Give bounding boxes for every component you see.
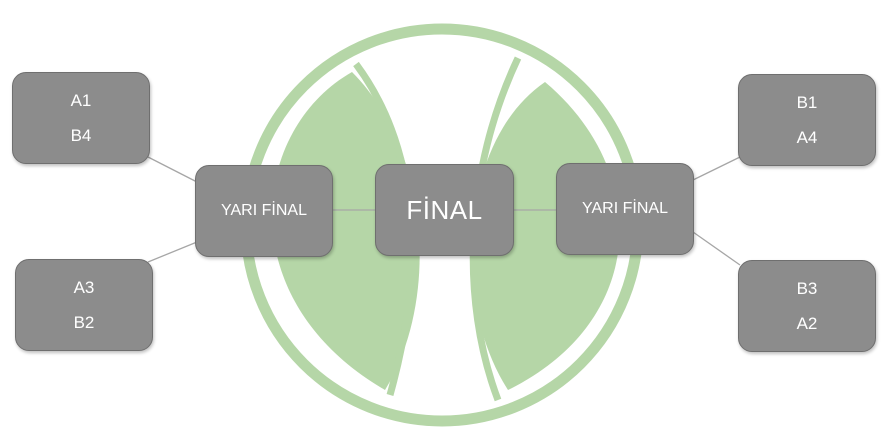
semi-final-left: YARI FİNAL <box>195 165 333 257</box>
connector-right-bottom <box>692 231 741 266</box>
team-b3: B3 <box>796 278 818 298</box>
team-b1: B1 <box>796 92 818 112</box>
semi-final-right: YARI FİNAL <box>556 163 694 255</box>
match-box-right-bottom: B3 A2 <box>738 260 876 352</box>
connector-right-top <box>692 156 741 181</box>
team-a2: A2 <box>796 313 818 333</box>
team-a3: A3 <box>73 277 95 297</box>
connector-left-top <box>147 156 198 183</box>
connector-lines <box>147 156 741 266</box>
final-box: FİNAL <box>375 164 514 256</box>
team-a1: A1 <box>70 90 92 110</box>
final-label: FİNAL <box>406 194 483 225</box>
match-box-right-top: B1 A4 <box>738 74 876 166</box>
team-a4: A4 <box>796 127 818 147</box>
semi-final-right-label: YARI FİNAL <box>582 200 668 217</box>
team-b2: B2 <box>73 312 95 332</box>
semi-final-left-label: YARI FİNAL <box>221 202 307 219</box>
team-b4: B4 <box>70 125 92 145</box>
match-box-left-bottom: A3 B2 <box>15 259 153 351</box>
connector-left-bottom <box>147 241 198 263</box>
match-box-left-top: A1 B4 <box>12 72 150 164</box>
